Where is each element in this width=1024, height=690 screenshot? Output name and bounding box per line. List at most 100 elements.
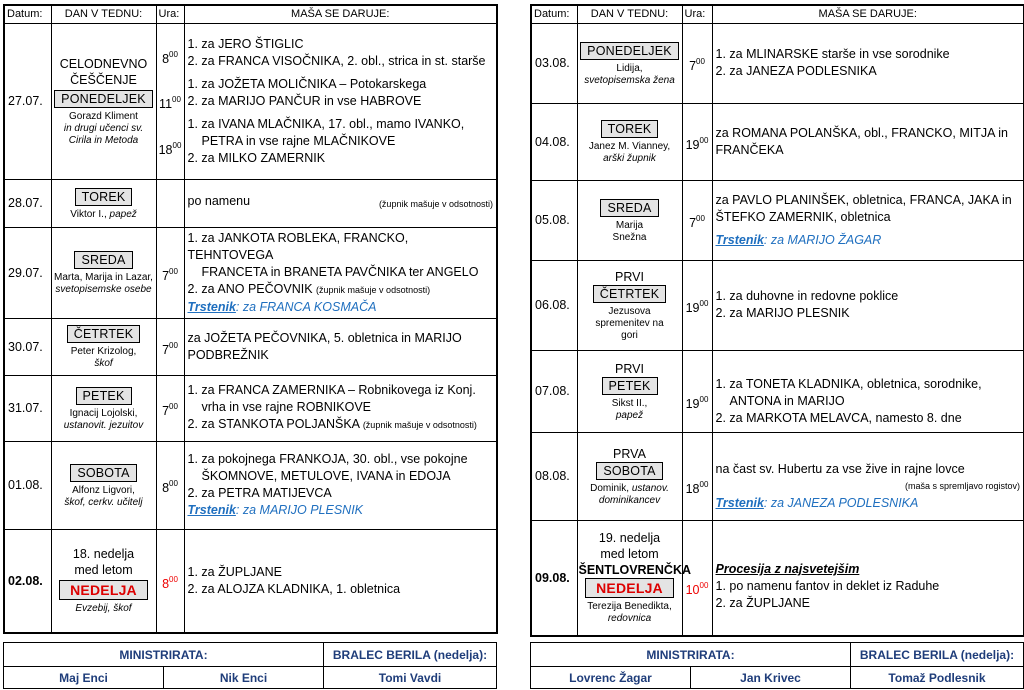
saint-name: Peter Krizolog, (70, 346, 137, 357)
day-cell: PRVA SOBOTA Dominik, ustanov. dominikanc… (576, 431, 683, 521)
mass-time: 1900 (685, 395, 709, 412)
weekday-box: SOBOTA (70, 463, 137, 482)
special-label: med letom (74, 563, 133, 578)
mass-header: MAŠA SE DARUJE: (711, 4, 1024, 24)
right-schedule-table: Datum: DAN V TEDNU: Ura: MAŠA SE DARUJE:… (530, 4, 1024, 637)
mass-time: 700 (162, 266, 178, 284)
mass-time: 1800 (158, 140, 182, 157)
time-cell (155, 178, 185, 228)
ministrant-name: Lovrenc Žagar (530, 666, 691, 689)
special-label: PRVI (615, 269, 644, 284)
saint-desc: Evzebij, škof (75, 603, 132, 615)
day-cell: SREDA Marija Snežna (576, 179, 683, 261)
table-row: 01.08. SOBOTA Alfonz Ligvori, škof, cerk… (3, 440, 498, 530)
trstenik-link[interactable]: Trstenik: za MARIJO ŽAGAR (715, 232, 882, 247)
date-header: Datum: (530, 4, 578, 24)
left-footer-table: MINISTRIRATA: BRALEC BERILA (nedelja): M… (3, 642, 497, 689)
date-cell: 07.08. (530, 349, 578, 433)
mass-time: 1900 (685, 135, 709, 153)
mass-time: 700 (162, 340, 178, 358)
mass-header: MAŠA SE DARUJE: (183, 4, 498, 24)
sunday-box: NEDELJA (585, 578, 674, 599)
table-row: 09.08. 19. nedelja med letom ŠENTLOVRENČ… (530, 519, 1024, 637)
weekday-box: PONEDELJEK (580, 41, 679, 60)
table-row: 08.08. PRVA SOBOTA Dominik, ustanov. dom… (530, 431, 1024, 521)
trstenik-link[interactable]: Trstenik: za JANEZA PODLESNIKA (715, 495, 919, 510)
date-cell: 03.08. (530, 22, 578, 104)
mass-intentions: za JOŽETA PEČOVNIKA, 5. obletnica in MAR… (183, 317, 498, 376)
saint-name: Marta, Marija in Lazar, svetopisemske os… (54, 272, 153, 295)
mass-intentions: za ROMANA POLANŠKA, obl., FRANCKO, MITJA… (711, 102, 1024, 181)
mass-intentions: po namenu (župnik mašuje v odsotnosti) (183, 178, 498, 228)
mass-time: 800 (162, 575, 178, 592)
day-cell: 18. nedelja med letom NEDELJA Evzebij, š… (50, 528, 157, 634)
saint-desc: ustanovit. jezuitov (63, 419, 144, 431)
ministrant-name: Jan Krivec (690, 666, 851, 689)
mass-time: 1100 (159, 95, 181, 112)
special-label: ŠENTLOVRENČKA (578, 563, 692, 578)
ministrants-label: MINISTRIRATA: (530, 642, 851, 667)
special-label: 18. nedelja (72, 547, 135, 562)
date-cell: 04.08. (530, 102, 578, 181)
saint-name: Janez M. Vianney, (588, 141, 671, 152)
time-cell: 700 (681, 179, 713, 261)
note: (župnik mašuje v odsotnosti) (362, 420, 477, 430)
mass-time: 700 (689, 214, 705, 231)
time-cell: 700 (155, 374, 185, 442)
mass-time: 700 (162, 402, 178, 419)
mass-intentions: Procesija z najsvetejšim 1. po namenu fa… (711, 519, 1024, 637)
special-label: ČEŠČENJE (70, 72, 137, 87)
day-cell: PETEK Ignacij Lojolski, ustanovit. jezui… (50, 374, 157, 442)
saint-name: Gorazd Kliment (69, 110, 138, 122)
saint-name: Jezusova spremenitev na gori (595, 305, 664, 341)
trstenik-link[interactable]: Trstenik: za FRANCA KOSMAČA (187, 299, 377, 314)
saint-name: Marija Snežna (612, 219, 647, 243)
day-cell: 19. nedelja med letom ŠENTLOVRENČKA NEDE… (576, 519, 692, 637)
date-cell: 09.08. (530, 519, 578, 637)
date-cell: 31.07. (3, 374, 52, 442)
table-row: 27.07. CELODNEVNO ČEŠČENJE PONEDELJEK Go… (3, 22, 498, 180)
reader-label: BRALEC BERILA (nedelja): (323, 642, 497, 667)
time-cell: 1000 (681, 519, 713, 637)
date-cell: 01.08. (3, 440, 52, 530)
date-cell: 06.08. (530, 259, 578, 351)
saint-name: Sikst II., (611, 397, 648, 409)
procession-title: Procesija z najsvetejšim (715, 562, 860, 577)
day-cell: CELODNEVNO ČEŠČENJE PONEDELJEK Gorazd Kl… (50, 22, 157, 180)
trstenik-link[interactable]: Trstenik: za MARIJO PLESNIK (187, 503, 364, 517)
saint-desc: škof (94, 358, 113, 369)
special-label: PRVA (613, 446, 646, 461)
weekday-box: PETEK (75, 386, 132, 405)
note: (župnik mašuje v odsotnosti) (378, 199, 493, 209)
mass-time: 800 (162, 479, 178, 496)
date-cell: 30.07. (3, 317, 52, 376)
mass-intentions: 1. za ŽUPLJANE 2. za ALOJZA KLADNIKA, 1.… (183, 528, 498, 634)
ministrant-name: Nik Enci (163, 666, 324, 689)
right-schedule-panel: Datum: DAN V TEDNU: Ura: MAŠA SE DARUJE:… (530, 4, 1024, 637)
table-row: 06.08. PRVI ČETRTEK Jezusova spremenitev… (530, 259, 1024, 351)
saint-desc: redovnica (607, 613, 652, 625)
mass-intentions: 1. za pokojnega FRANKOJA, 30. obl., vse … (183, 440, 498, 530)
weekday-box: PONEDELJEK (54, 89, 153, 108)
saint-name: Ignacij Lojolski, (69, 407, 138, 419)
saint-desc: papež (615, 409, 644, 421)
note: (župnik mašuje v odsotnosti) (316, 284, 431, 295)
day-cell: TOREK Viktor I., papež (50, 178, 157, 228)
time-cell: 700 (155, 226, 185, 319)
date-cell: 05.08. (530, 179, 578, 261)
table-row: 29.07. SREDA Marta, Marija in Lazar, sve… (3, 226, 498, 319)
time-cell: 700 (155, 317, 185, 376)
mass-intentions: 1. za MLINARSKE starše in vse sorodnike … (711, 22, 1024, 104)
reader-name: Tomaž Podlesnik (850, 666, 1024, 689)
day-cell: PONEDELJEK Lidija, svetopisemska žena (576, 22, 683, 104)
mass-intentions: 1. za JANKOTA ROBLEKA, FRANCKO, TEHNTOVE… (183, 226, 498, 319)
mass-intentions: 1. za FRANCA ZAMERNIKA – Robnikovega iz … (183, 374, 498, 442)
saint-desc: svetopisemska žena (584, 74, 675, 86)
right-footer-table: MINISTRIRATA: BRALEC BERILA (nedelja): L… (530, 642, 1024, 689)
reader-name: Tomi Vavdi (323, 666, 497, 689)
saint-desc: arški župnik (603, 153, 656, 164)
mass-time: 1800 (685, 480, 709, 497)
time-cell: 800 1100 1800 (155, 22, 185, 180)
weekday-box: SOBOTA (596, 461, 663, 480)
table-row: 28.07. TOREK Viktor I., papež po namenu … (3, 178, 498, 228)
